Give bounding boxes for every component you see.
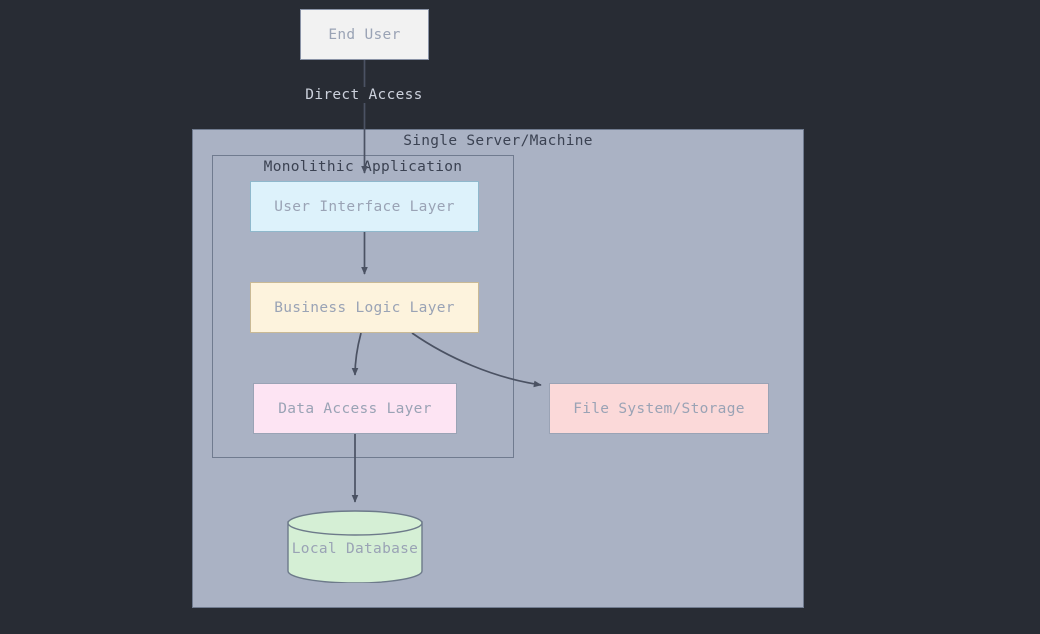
node-label-data-access-layer: Data Access Layer <box>278 401 432 417</box>
node-data-access-layer[interactable]: Data Access Layer <box>253 383 457 434</box>
node-label-user-interface-layer: User Interface Layer <box>274 199 455 215</box>
edge-label-direct-access: Direct Access <box>301 87 426 103</box>
node-user-interface-layer[interactable]: User Interface Layer <box>250 181 479 232</box>
node-label-end-user: End User <box>328 27 400 43</box>
node-local-database[interactable]: Local Database <box>287 510 423 583</box>
node-label-business-logic-layer: Business Logic Layer <box>274 300 455 316</box>
node-end-user[interactable]: End User <box>300 9 429 60</box>
node-business-logic-layer[interactable]: Business Logic Layer <box>250 282 479 333</box>
node-label-file-system-storage: File System/Storage <box>573 401 745 417</box>
edge-business-logic-to-data-access <box>355 333 361 375</box>
node-label-local-database: Local Database <box>287 541 423 557</box>
edge-business-logic-to-file-system <box>412 333 541 385</box>
node-file-system-storage[interactable]: File System/Storage <box>549 383 769 434</box>
